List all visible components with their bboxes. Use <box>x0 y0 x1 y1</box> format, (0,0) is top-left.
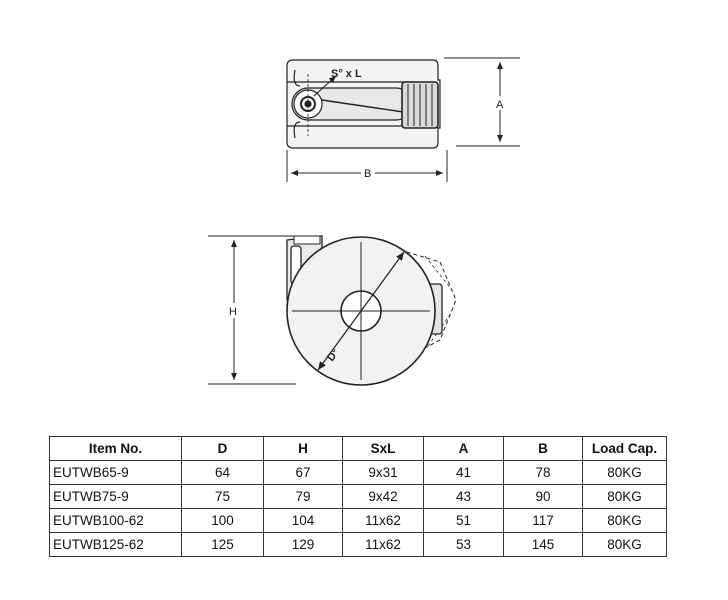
top-view <box>286 59 441 149</box>
cell-d: 75 <box>181 484 264 509</box>
side-view <box>286 235 457 386</box>
table-header-row: Item No. D H SxL A B Load Cap. <box>49 436 667 461</box>
header-h: H <box>263 436 343 461</box>
cell-b: 117 <box>503 508 583 533</box>
header-a: A <box>423 436 504 461</box>
table-row: EUTWB75-9 75 79 9x42 43 90 80KG <box>49 484 667 509</box>
spec-table: Item No. D H SxL A B Load Cap. EUTWB65-9… <box>49 436 667 557</box>
cell-item-no: EUTWB100-62 <box>49 508 182 533</box>
cell-load-cap: 80KG <box>582 460 667 485</box>
dimension-a-label: A <box>496 99 504 111</box>
diameter-label: D° <box>325 347 342 364</box>
cell-a: 51 <box>423 508 504 533</box>
cell-a: 53 <box>423 532 504 557</box>
cell-b: 78 <box>503 460 583 485</box>
cell-h: 104 <box>263 508 343 533</box>
dimension-b-label: B <box>364 168 371 180</box>
cell-item-no: EUTWB65-9 <box>49 460 182 485</box>
cell-h: 79 <box>263 484 343 509</box>
cell-sxl: 11x62 <box>342 532 424 557</box>
table-row: EUTWB65-9 64 67 9x31 41 78 80KG <box>49 460 667 485</box>
dimension-a <box>444 57 520 147</box>
cell-h: 67 <box>263 460 343 485</box>
cell-item-no: EUTWB75-9 <box>49 484 182 509</box>
cell-load-cap: 80KG <box>582 532 667 557</box>
cell-b: 145 <box>503 532 583 557</box>
header-item-no: Item No. <box>49 436 182 461</box>
header-d: D <box>181 436 264 461</box>
cell-b: 90 <box>503 484 583 509</box>
caster-technical-drawing: S° x L A B D° <box>208 57 520 386</box>
cell-d: 64 <box>181 460 264 485</box>
cell-sxl: 11x62 <box>342 508 424 533</box>
cell-sxl: 9x31 <box>342 460 424 485</box>
table-row: EUTWB100-62 100 104 11x62 51 117 80KG <box>49 508 667 533</box>
cell-load-cap: 80KG <box>582 484 667 509</box>
cell-d: 125 <box>181 532 264 557</box>
swivel-outline <box>399 249 457 356</box>
header-b: B <box>503 436 583 461</box>
cell-h: 129 <box>263 532 343 557</box>
cell-sxl: 9x42 <box>342 484 424 509</box>
cell-d: 100 <box>181 508 264 533</box>
table-row: EUTWB125-62 125 129 11x62 53 145 80KG <box>49 532 667 557</box>
cell-a: 41 <box>423 460 504 485</box>
slot-size-label: S° x L <box>331 68 362 80</box>
header-load-cap: Load Cap. <box>582 436 667 461</box>
dimension-h <box>208 235 296 385</box>
cell-load-cap: 80KG <box>582 508 667 533</box>
cell-item-no: EUTWB125-62 <box>49 532 182 557</box>
dimension-h-label: H <box>229 306 237 318</box>
cell-a: 43 <box>423 484 504 509</box>
header-sxl: SxL <box>342 436 424 461</box>
